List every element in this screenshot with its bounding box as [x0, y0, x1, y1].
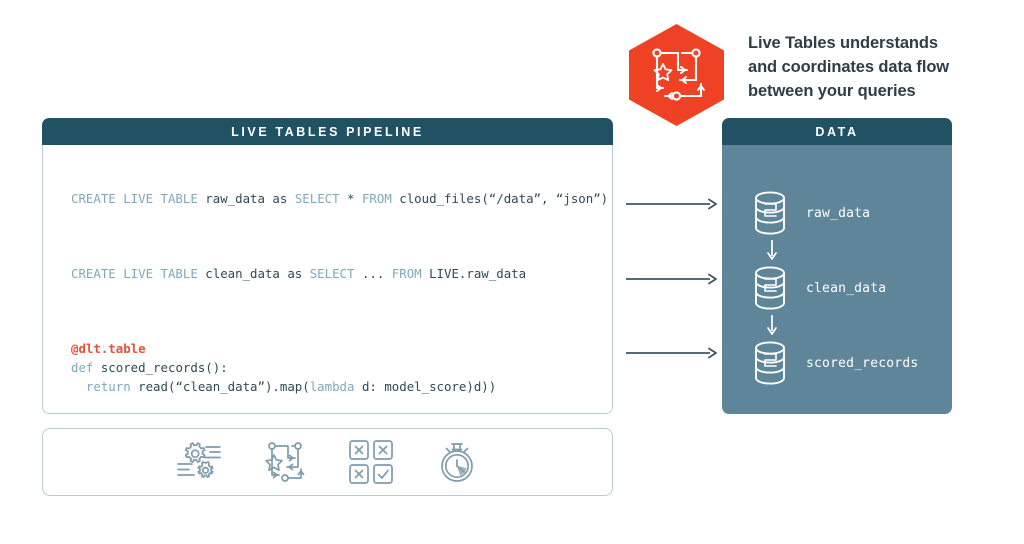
- data-table-row[interactable]: raw_data: [722, 187, 952, 239]
- data-flow-down-arrow: [722, 314, 952, 337]
- data-table-label: raw_data: [806, 205, 871, 221]
- pipeline-code-area: CREATE LIVE TABLE raw_data as SELECT * F…: [42, 145, 613, 414]
- gears-settings-icon[interactable]: [171, 436, 227, 488]
- code-line: @dlt.table: [71, 341, 146, 356]
- data-panel-title: DATA: [722, 118, 952, 145]
- down-arrow-icon: [767, 240, 777, 260]
- database-icon: [755, 266, 785, 310]
- pipeline-features-toolbar: [42, 428, 613, 496]
- code-block-raw-data-query[interactable]: CREATE LIVE TABLE raw_data as SELECT * F…: [71, 189, 612, 208]
- data-table-label: clean_data: [806, 280, 887, 296]
- data-panel-body: raw_data clean_data scored_records: [722, 145, 952, 414]
- dataflow-graph-icon[interactable]: [257, 436, 313, 488]
- callout: Live Tables understands and coordinates …: [625, 22, 949, 128]
- database-icon: [755, 341, 785, 385]
- callout-text: Live Tables understands and coordinates …: [748, 34, 950, 100]
- arrow-to-raw-data: [626, 197, 718, 210]
- quality-checks-grid-icon[interactable]: [343, 436, 399, 488]
- code-line: CREATE LIVE TABLE clean_data as SELECT .…: [71, 266, 527, 281]
- live-tables-pipeline-panel: LIVE TABLES PIPELINE CREATE LIVE TABLE r…: [42, 118, 613, 414]
- code-block-scored-records-query[interactable]: @dlt.table def scored_records(): return r…: [71, 339, 612, 396]
- pipeline-panel-title: LIVE TABLES PIPELINE: [42, 118, 613, 145]
- code-line: return read(“clean_data”).map(lambda d: …: [71, 379, 497, 394]
- code-line: def scored_records():: [71, 360, 228, 375]
- data-table-label: scored_records: [806, 355, 919, 371]
- data-table-row[interactable]: scored_records: [722, 337, 952, 389]
- down-arrow-icon: [767, 315, 777, 335]
- code-line: CREATE LIVE TABLE raw_data as SELECT * F…: [71, 191, 609, 206]
- arrow-to-clean-data: [626, 272, 718, 285]
- arrow-to-scored-records: [626, 346, 718, 359]
- stopwatch-icon[interactable]: [429, 436, 485, 488]
- database-icon: [755, 191, 785, 235]
- data-panel: DATA raw_data clean_data scored_records: [722, 118, 952, 414]
- dataflow-hexagon-icon: [625, 22, 728, 128]
- data-flow-down-arrow: [722, 239, 952, 262]
- data-table-row[interactable]: clean_data: [722, 262, 952, 314]
- code-block-clean-data-query[interactable]: CREATE LIVE TABLE clean_data as SELECT .…: [71, 264, 612, 283]
